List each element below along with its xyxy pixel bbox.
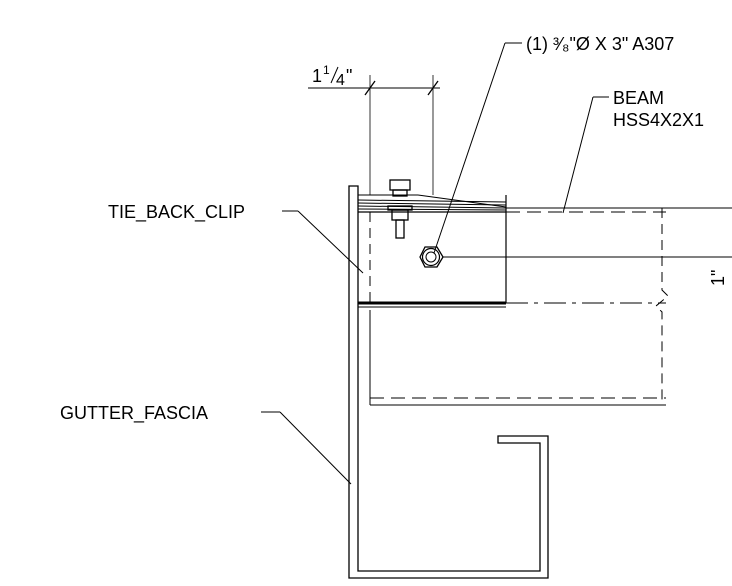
bolt-callout-label: (1) ³⁄₈"Ø X 3" A307 bbox=[526, 34, 674, 54]
right-dimension: 1" bbox=[708, 270, 728, 286]
bolt-leader bbox=[433, 42, 506, 254]
hex-nut bbox=[419, 246, 444, 268]
bolt-assembly bbox=[387, 179, 413, 239]
gutter-outer-outline bbox=[348, 185, 549, 579]
bolt-callout: (1) ³⁄₈"Ø X 3" A307 bbox=[433, 34, 674, 254]
gutter-fascia-label: GUTTER_FASCIA bbox=[60, 403, 208, 424]
beam-label-line1: BEAM bbox=[613, 88, 664, 108]
beam-break-line bbox=[655, 208, 669, 405]
dimension-fraction-den: 4 bbox=[336, 72, 345, 89]
tie-back-clip-label: TIE_BACK_CLIP bbox=[108, 202, 245, 223]
beam-leader bbox=[562, 96, 594, 214]
gutter-fascia-profile bbox=[348, 185, 549, 579]
beam-hss bbox=[369, 207, 732, 406]
beam-callout: BEAM HSS4X2X1 bbox=[562, 88, 704, 214]
dimension-whole: 1 bbox=[312, 66, 322, 86]
right-dimension-label: 1" bbox=[708, 270, 728, 286]
bolt-head bbox=[389, 179, 411, 191]
dimension-unit: " bbox=[346, 66, 352, 86]
tie-back-clip-plate bbox=[357, 194, 507, 308]
gutter-fascia-leader bbox=[279, 411, 352, 485]
bolt-shank bbox=[395, 219, 405, 239]
beam-label-line2: HSS4X2X1 bbox=[613, 110, 704, 130]
bolt-hole-inner bbox=[425, 251, 437, 263]
dimension-fraction-num: 1 bbox=[323, 63, 330, 77]
bolt-hole-outer bbox=[421, 247, 441, 267]
gutter-fascia-callout: GUTTER_FASCIA bbox=[60, 403, 352, 485]
tie-back-clip-leader bbox=[297, 210, 364, 274]
tie-back-clip-callout: TIE_BACK_CLIP bbox=[108, 202, 364, 274]
dimension-1-1-4: 1 1 4 " bbox=[308, 63, 440, 195]
